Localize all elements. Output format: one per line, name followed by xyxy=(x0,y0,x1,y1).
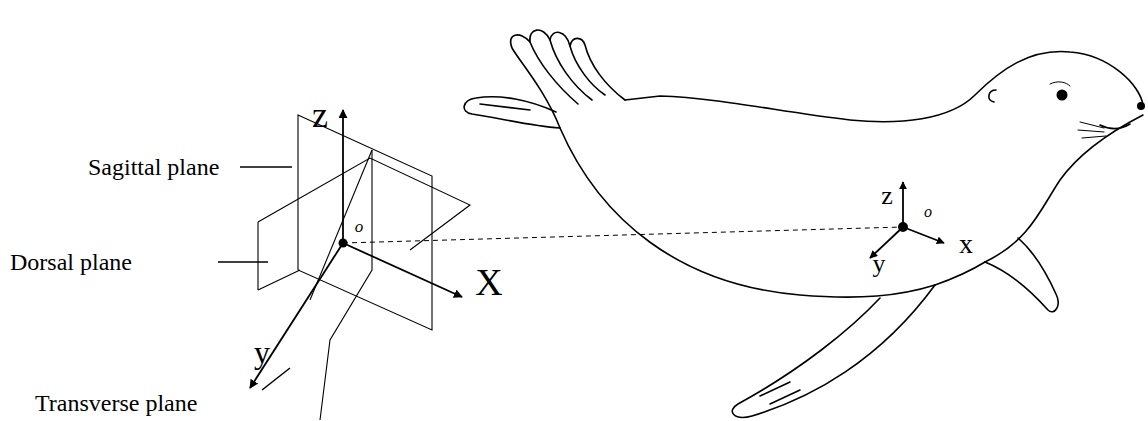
axis-label: X xyxy=(475,263,502,301)
dorsal-plane xyxy=(257,222,258,290)
dashed-line xyxy=(343,227,903,243)
seal-axes xyxy=(870,182,944,258)
planes xyxy=(258,115,470,420)
seal-drawing xyxy=(464,30,1143,417)
flipper-toe xyxy=(570,46,605,95)
x-axis xyxy=(343,243,462,297)
y-axis xyxy=(250,243,343,388)
leader-line xyxy=(240,166,292,168)
dorsal-plane xyxy=(258,158,470,250)
flipper-toe xyxy=(480,104,530,110)
axis-label: z xyxy=(881,183,893,209)
flipper-toe xyxy=(760,382,790,396)
axis-label: y xyxy=(254,336,270,368)
seal-eye xyxy=(1057,90,1068,101)
plane-label: Transverse plane xyxy=(35,391,197,415)
axis-label: y xyxy=(873,251,886,277)
seal-ear xyxy=(989,90,996,102)
plane-label: Dorsal plane xyxy=(10,250,132,274)
axis-label: z xyxy=(312,97,328,133)
dorsal-plane xyxy=(258,270,300,290)
leader-line xyxy=(262,368,290,390)
sagittal-plane xyxy=(298,115,432,330)
origin-label: o xyxy=(924,204,932,220)
flipper-toe xyxy=(530,42,578,104)
z-axis xyxy=(342,110,344,243)
transverse-plane xyxy=(310,150,372,300)
seal-belly xyxy=(560,128,935,297)
seal-nose xyxy=(1137,102,1145,110)
z-axis xyxy=(902,182,904,227)
flipper-toe xyxy=(770,390,800,404)
origin-dot xyxy=(898,222,908,232)
seal-chest xyxy=(985,115,1143,262)
rear-flipper xyxy=(464,97,560,128)
flipper-toe xyxy=(550,40,592,100)
right-flipper xyxy=(985,238,1058,312)
seal-belly xyxy=(935,262,985,285)
front-flipper xyxy=(732,285,935,417)
seal-back xyxy=(625,52,1143,122)
axes xyxy=(250,110,462,388)
leaders xyxy=(218,167,292,390)
origin-label: o xyxy=(355,218,364,235)
transverse-plane xyxy=(320,150,372,420)
x-axis xyxy=(903,227,944,243)
plane-label: Sagittal plane xyxy=(88,155,219,179)
seal-brow xyxy=(1050,82,1070,86)
leader-line xyxy=(218,261,268,263)
axis-label: x xyxy=(959,230,973,258)
rear-flipper xyxy=(511,30,625,128)
seal-mouth xyxy=(1100,124,1130,129)
whiskers xyxy=(1078,122,1106,138)
